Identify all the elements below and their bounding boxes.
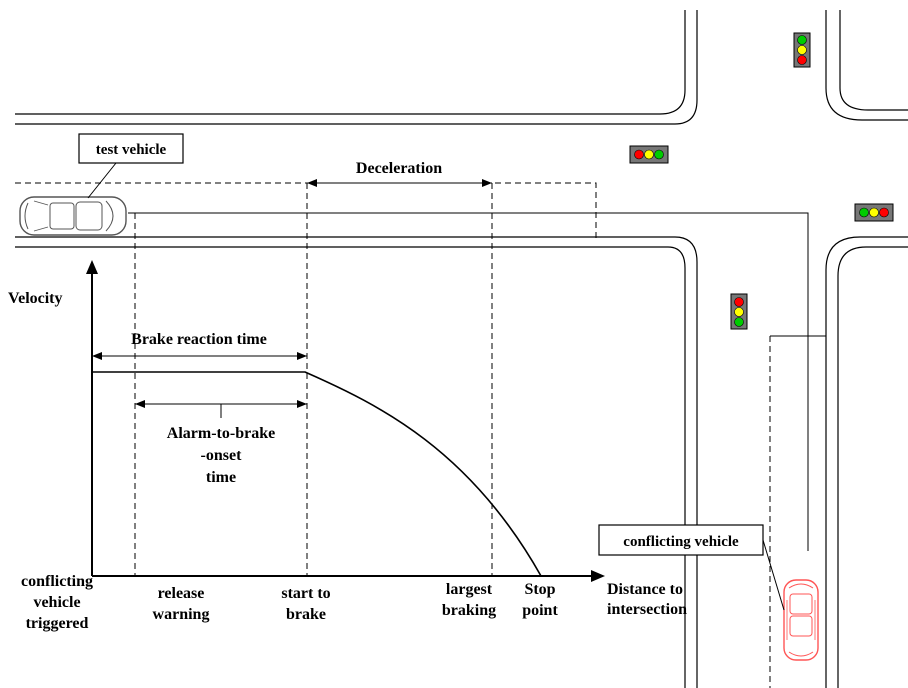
road-bottom-right-edge-2 — [837, 246, 908, 688]
brake-reaction-time-dimension: Brake reaction time — [92, 331, 307, 360]
tick-release-line2: warning — [153, 606, 210, 623]
test-vehicle-path-dashed — [15, 182, 597, 239]
car-top-view-icon — [19, 196, 127, 236]
road-bottom-left-edge-2 — [15, 246, 686, 688]
tick-start-line2: brake — [286, 606, 326, 623]
conflicting-trigger-line — [128, 212, 809, 551]
test-vehicle-leader-line — [87, 162, 117, 199]
road-top-edge-inner — [15, 10, 698, 125]
tick-largest-line1: largest — [446, 581, 493, 598]
car-top-view-icon — [783, 579, 819, 661]
velocity-axis: Velocity — [8, 260, 98, 576]
conflicting-vehicle-leader-line — [762, 539, 785, 611]
test-vehicle-label-text: test vehicle — [96, 142, 167, 158]
x-tick-labels: conflicting vehicle triggered release wa… — [21, 573, 558, 632]
traffic-light-icon — [730, 293, 748, 330]
velocity-axis-title: Velocity — [8, 290, 63, 307]
tick-stop-line1: Stop — [524, 581, 555, 598]
milestone-guides — [134, 183, 493, 576]
alarm-label-line3: time — [206, 469, 236, 486]
tick-triggered-line3: triggered — [26, 615, 89, 632]
conflicting-vehicle-label: conflicting vehicle — [598, 524, 785, 611]
alarm-label-line1: Alarm-to-brake — [167, 425, 275, 442]
road-bottom-right-edge-1 — [825, 236, 908, 688]
alarm-to-brake-dimension: Alarm-to-brake -onset time — [135, 400, 307, 486]
traffic-light-icon — [793, 32, 811, 68]
tick-triggered-line2: vehicle — [33, 594, 80, 611]
tick-release-line1: release — [158, 585, 205, 602]
road-top-right-edge-2 — [825, 10, 908, 121]
deceleration-dimension: Deceleration — [307, 160, 492, 187]
distance-axis-title-line2: intersection — [607, 601, 687, 618]
road-bottom-left-edge-1 — [15, 236, 698, 688]
tick-stop-line2: point — [522, 602, 558, 619]
distance-axis: Distance to intersection — [92, 570, 687, 618]
road-top-right-edge-1 — [839, 10, 908, 111]
tick-triggered-line1: conflicting — [21, 573, 93, 590]
deceleration-label: Deceleration — [356, 160, 442, 177]
velocity-profile-curve — [92, 371, 542, 577]
road-network — [15, 10, 908, 688]
traffic-light-icon — [854, 203, 894, 222]
tick-largest-line2: braking — [442, 602, 496, 619]
test-vehicle-label: test vehicle — [78, 133, 184, 199]
brake-reaction-time-label: Brake reaction time — [131, 331, 267, 348]
conflicting-vehicle-label-text: conflicting vehicle — [623, 534, 739, 550]
distance-axis-title-line1: Distance to — [607, 581, 683, 598]
alarm-label-line2: -onset — [201, 447, 243, 464]
traffic-light-icon — [629, 145, 669, 164]
tick-start-line1: start to — [281, 585, 330, 602]
road-top-edge-outer — [15, 10, 686, 115]
